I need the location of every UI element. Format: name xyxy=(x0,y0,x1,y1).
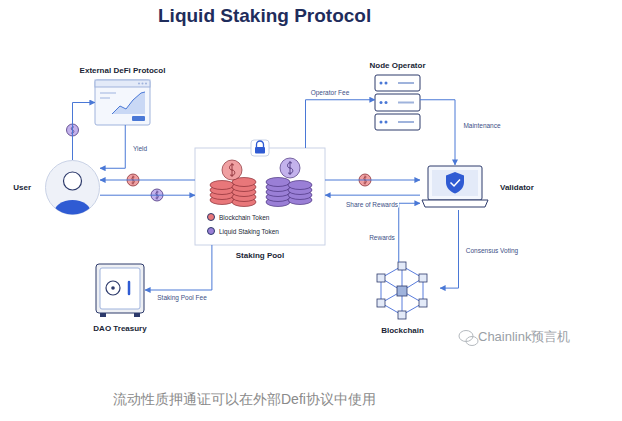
node-label: Validator xyxy=(500,183,534,192)
defi-protocol-node: External DeFi Protocol xyxy=(95,80,150,125)
diagram-title: Liquid Staking Protocol xyxy=(158,5,371,27)
edge-label: Yield xyxy=(132,145,148,152)
safe-icon xyxy=(96,264,144,317)
flow-arrow xyxy=(325,180,420,181)
node-label: DAO Treasury xyxy=(93,324,146,333)
node-label: Blockchain xyxy=(381,326,424,335)
node-operator-node: Node Operator xyxy=(375,75,420,130)
node-label: Staking Pool xyxy=(236,251,284,260)
browser-icon xyxy=(95,80,150,125)
coin-icon xyxy=(67,124,372,201)
user-node: User xyxy=(45,160,100,215)
edge-label: Share of Rewards xyxy=(345,201,399,208)
watermark-icon xyxy=(459,331,478,346)
flow-arrow xyxy=(145,245,212,290)
edge-label: Rewards xyxy=(368,234,396,241)
flow-arrow xyxy=(100,195,195,196)
legend-swatch xyxy=(207,227,215,235)
node-label: External DeFi Protocol xyxy=(80,66,166,75)
dao-treasury-node: DAO Treasury xyxy=(95,262,145,318)
legend-text: Liquid Staking Token xyxy=(219,228,279,235)
flow-arrow xyxy=(440,210,459,288)
flow-arrow xyxy=(420,100,455,165)
validator-node: Validator xyxy=(420,165,490,210)
laptop-icon xyxy=(422,166,488,207)
legend-item: Blockchain Token xyxy=(207,213,269,221)
edge-label: Maintenance xyxy=(462,122,501,129)
caption: 流动性质押通证可以在外部Defi协议中使用 xyxy=(113,391,376,409)
flow-arrow xyxy=(100,125,125,168)
watermark: Chainlink预言机 xyxy=(478,328,570,346)
edge-label: Staking Pool Fee xyxy=(156,294,208,301)
staking-pool-art xyxy=(195,140,325,245)
edge-label: Operator Fee xyxy=(310,89,351,96)
node-label: User xyxy=(13,183,31,192)
user-avatar xyxy=(46,161,100,229)
flow-arrow xyxy=(306,100,376,148)
legend-swatch xyxy=(207,213,215,221)
flow-arrow xyxy=(325,195,420,196)
flow-arrow xyxy=(100,180,195,181)
flow-arrow xyxy=(399,203,420,262)
edge-label: Consensus Voting xyxy=(465,247,519,254)
network-icon xyxy=(377,262,427,319)
server-icon xyxy=(375,75,420,130)
legend-item: Liquid Staking Token xyxy=(207,227,279,235)
legend-text: Blockchain Token xyxy=(219,214,269,221)
flow-arrow xyxy=(73,103,96,161)
node-label: Node Operator xyxy=(370,61,426,70)
blockchain-node: Blockchain xyxy=(365,262,440,320)
